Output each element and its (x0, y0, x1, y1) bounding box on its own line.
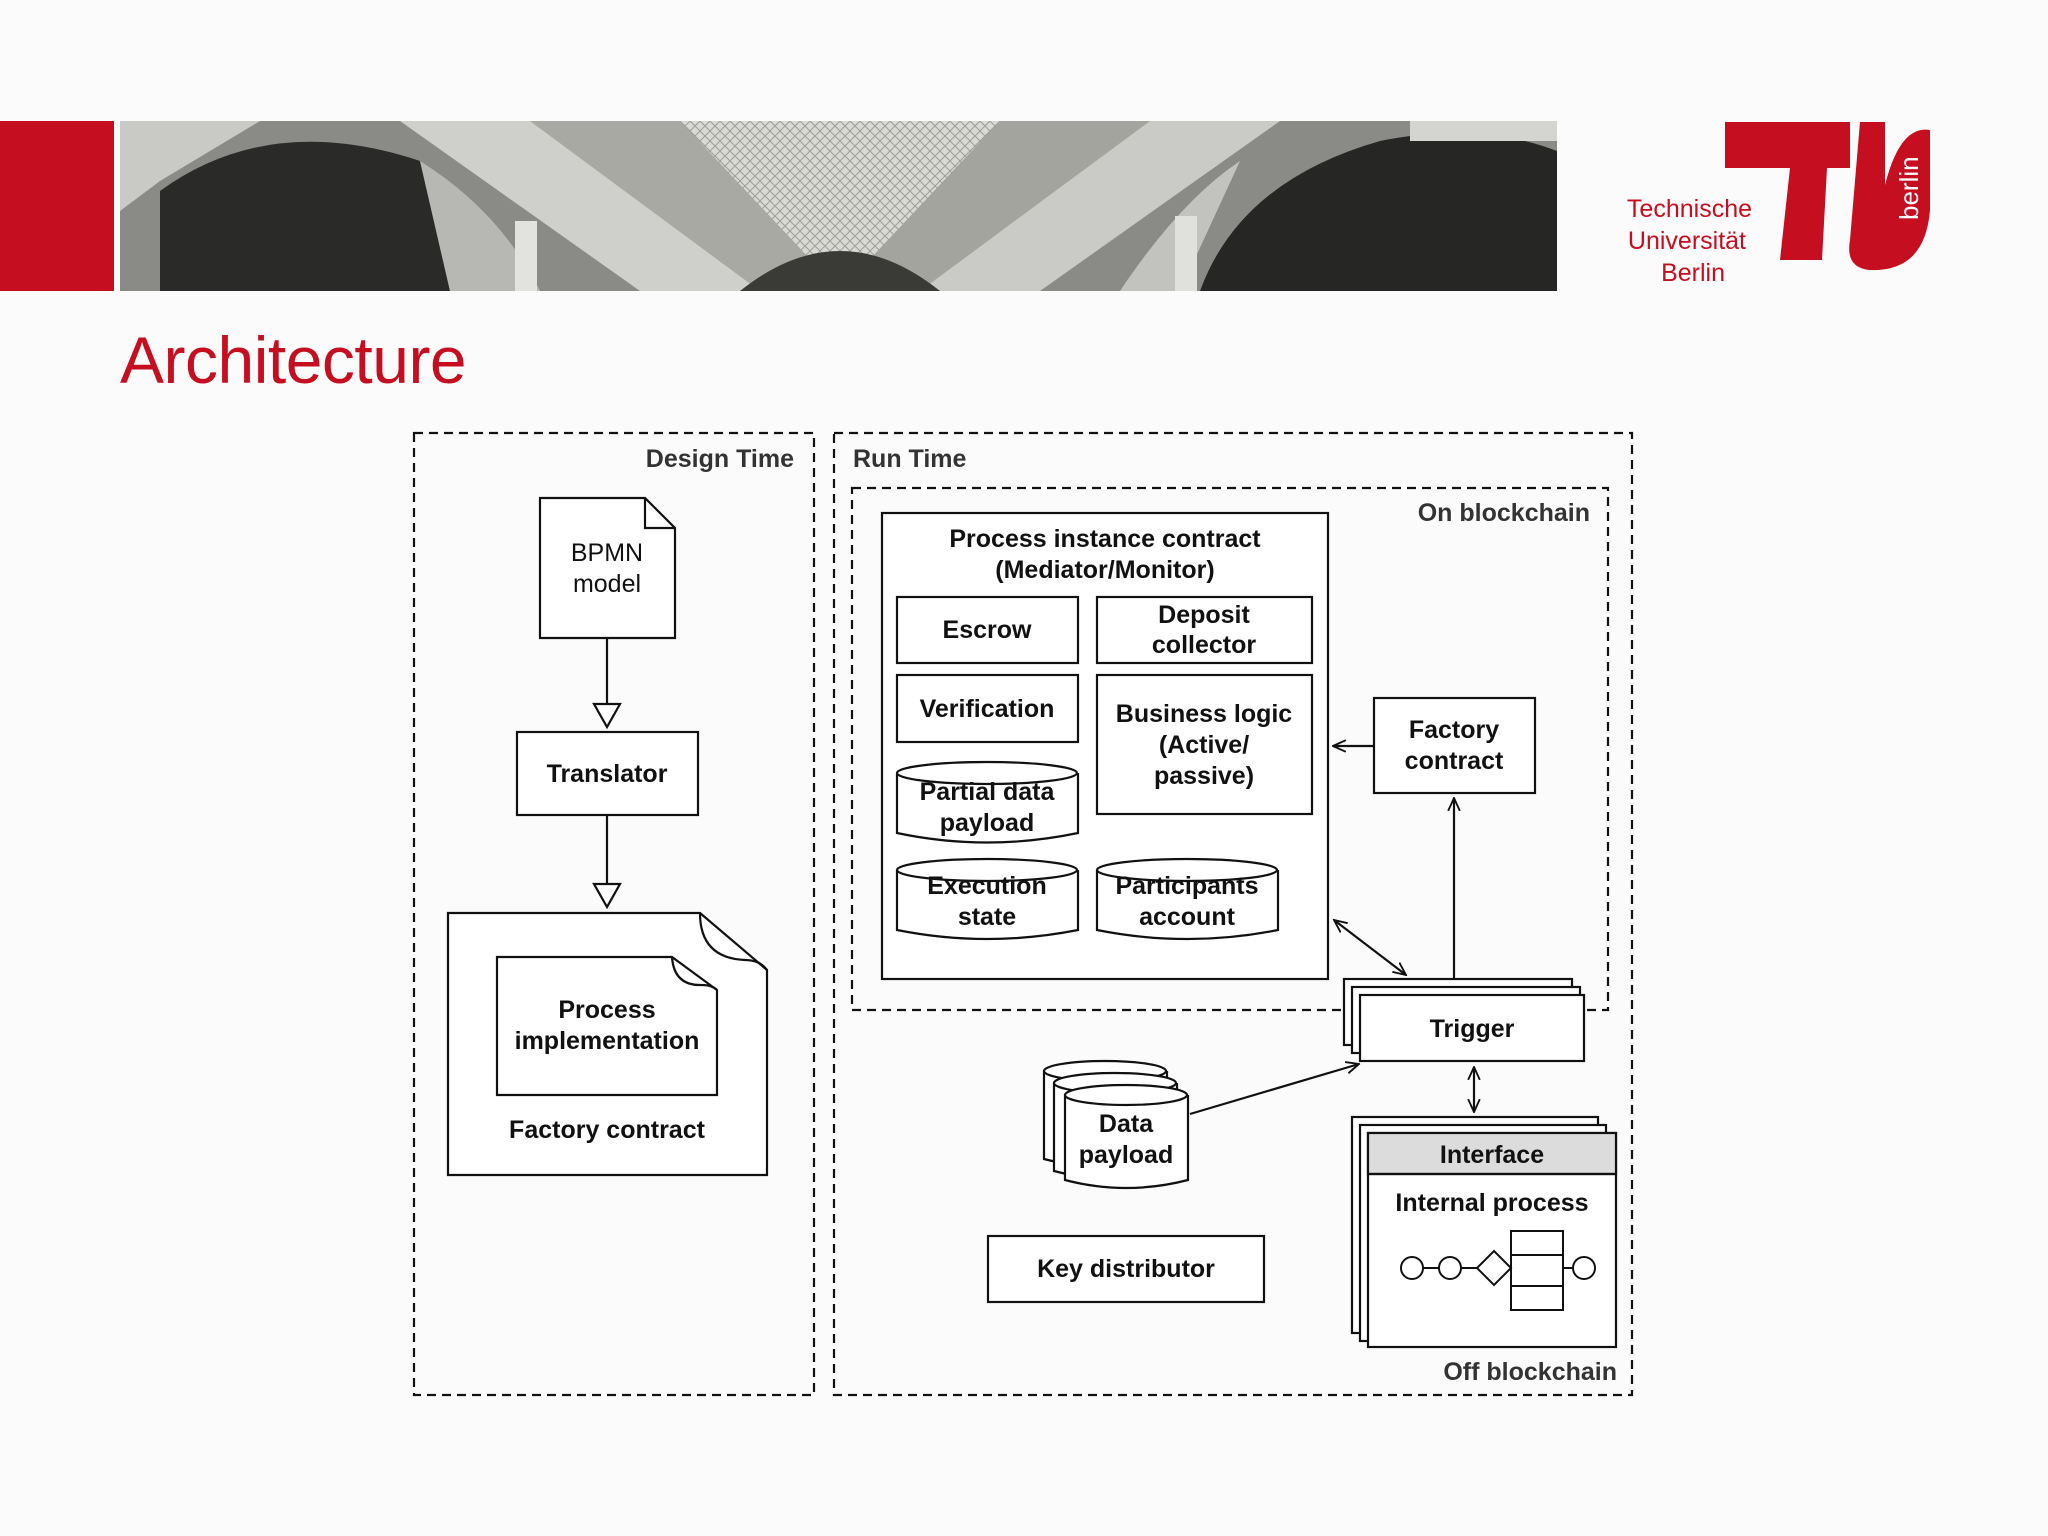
design-time-region (412, 431, 816, 1397)
tu-logo-mark (1725, 122, 1930, 271)
on-blockchain-region (850, 486, 1610, 1012)
trigger-stack (1342, 977, 1586, 1063)
logo-line-2: Universität (1628, 227, 1746, 255)
slide-title: Architecture (120, 323, 467, 397)
business-logic-line-2: (Active/ (1159, 731, 1249, 759)
run-time-region (832, 431, 1634, 1397)
internal-process-label: Internal process (1395, 1189, 1588, 1217)
deposit-collector-box (1095, 595, 1314, 665)
factory-contract-line-2: contract (1405, 747, 1504, 775)
logo-line-3: Berlin (1661, 259, 1725, 287)
bpmn-model-line-2: model (573, 570, 641, 598)
factory-contract-box (1372, 696, 1537, 795)
off-blockchain-label: Off blockchain (1443, 1358, 1617, 1386)
bpmn-model-line-1: BPMN (571, 539, 643, 567)
escrow-box (895, 595, 1080, 665)
on-blockchain-label: On blockchain (1418, 499, 1590, 527)
logo-vertical-text: berlin (1894, 156, 1924, 220)
execution-state-line-2: state (958, 903, 1016, 931)
mini-bpmn-process (1400, 1230, 1596, 1311)
interface-stack (1350, 1115, 1618, 1349)
translator-box (515, 730, 700, 817)
execution-state-line-1: Execution (927, 872, 1046, 900)
data-payload-line-2: payload (1079, 1141, 1173, 1169)
verification-box (895, 673, 1080, 744)
participants-account-cylinder (1095, 857, 1280, 941)
run-time-label: Run Time (853, 445, 967, 473)
partial-data-line-2: payload (940, 809, 1034, 837)
translator-label: Translator (547, 760, 668, 788)
logo-line-1: Technische (1627, 195, 1752, 223)
partial-data-payload-cylinder (895, 760, 1080, 844)
data-payload-cylinders (1042, 1059, 1190, 1190)
arrow-instance-trigger (1334, 920, 1406, 975)
process-instance-line-2: (Mediator/Monitor) (995, 556, 1214, 584)
partial-data-line-1: Partial data (920, 778, 1056, 806)
process-implementation-line-2: implementation (515, 1027, 700, 1055)
bpmn-model-doc (538, 496, 677, 640)
banner-red-block (0, 121, 114, 291)
arrow-datapayload-trigger (1189, 1064, 1359, 1116)
verification-label: Verification (920, 695, 1055, 723)
interface-label: Interface (1440, 1141, 1544, 1169)
execution-state-cylinder (895, 857, 1080, 941)
participants-account-line-2: account (1139, 903, 1236, 931)
deposit-collector-line-2: collector (1152, 631, 1256, 659)
factory-contract-line-1: Factory (1409, 716, 1499, 744)
key-distributor-box (986, 1234, 1266, 1304)
escrow-label: Escrow (943, 616, 1032, 644)
key-distributor-label: Key distributor (1037, 1255, 1215, 1283)
factory-contract-design-label: Factory contract (509, 1116, 706, 1144)
process-implementation-line-1: Process (558, 996, 655, 1024)
business-logic-line-3: passive) (1154, 762, 1254, 790)
banner-architecture-photo (120, 121, 1557, 291)
tu-berlin-logo: berlin Technische Universität Berlin (1627, 122, 1930, 287)
design-time-label: Design Time (646, 445, 794, 473)
trigger-label: Trigger (1430, 1015, 1515, 1043)
data-payload-line-1: Data (1099, 1110, 1154, 1138)
deposit-collector-line-1: Deposit (1158, 601, 1250, 629)
participants-account-line-1: Participants (1115, 872, 1258, 900)
business-logic-line-1: Business logic (1116, 700, 1293, 728)
business-logic-box (1095, 673, 1314, 816)
process-instance-line-1: Process instance contract (949, 525, 1261, 553)
process-implementation-doc (495, 955, 719, 1097)
